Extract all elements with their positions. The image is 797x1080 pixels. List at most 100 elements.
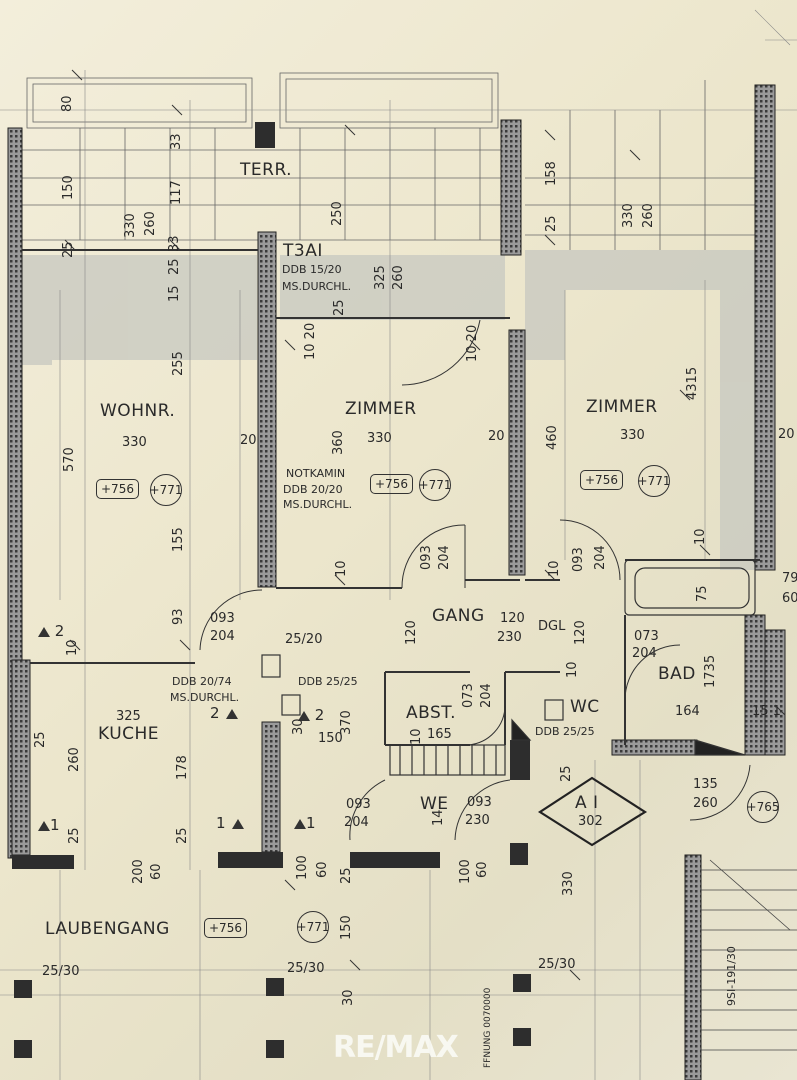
dim-204f: 204 (344, 815, 369, 830)
room-label-gang: GANG (432, 606, 485, 626)
room-label-terr: TERR. (240, 160, 293, 180)
room-label-we: WE (420, 794, 449, 814)
dim-60c: 60 (315, 861, 330, 878)
dim-260c: 260 (391, 265, 406, 290)
ai-number: 302 (578, 814, 603, 829)
dim-260a: 260 (143, 211, 158, 236)
note-bottom: FFNUNG 0070000 (483, 987, 493, 1068)
dim-10c: 10 (693, 528, 708, 545)
level-circle-laubengang: +771 (297, 911, 329, 943)
dim-10e: 10 (409, 728, 424, 745)
level-tag-laubengang: +756 (204, 918, 247, 938)
section-marker-2b: 2 (210, 706, 239, 721)
dim-230b: 230 (465, 813, 490, 828)
dim-135: 135 (693, 777, 718, 792)
level-circle-wohnr: +771 (150, 474, 182, 506)
section-triangle-icon (226, 709, 239, 719)
note-ddb-25-25-a: DDB 25/25 (298, 675, 358, 688)
dim-330a: 330 (123, 213, 138, 238)
fixtures (261, 559, 756, 776)
section-marker-1c: 1 (292, 816, 316, 831)
room-label-kueche: KUCHE (98, 724, 160, 744)
tick-marks (64, 69, 786, 981)
dim-15-1: 15 1 (752, 704, 781, 719)
dim-10d: 10 (65, 639, 80, 656)
note-ddb-25-25-b: DDB 25/25 (535, 725, 595, 738)
dim-325: 325 (373, 265, 388, 290)
note-column-25-30-c: 25/30 (538, 957, 576, 972)
dim-260d: 260 (67, 747, 82, 772)
note-column-25-20: 25/20 (285, 632, 323, 647)
dim-25e: 25 (33, 731, 48, 748)
dim-20a: 20 (240, 433, 257, 448)
dim-164: 164 (675, 704, 700, 719)
note-dgl: DGL (538, 619, 566, 634)
dim-150c: 150 (339, 915, 354, 940)
dim-330b: 330 (621, 203, 636, 228)
dim-150b: 150 (318, 731, 343, 746)
dim-20b: 20 (488, 429, 505, 444)
room-label-wc: WC (570, 697, 600, 717)
dim-30: 30 (291, 718, 306, 735)
dim-30b: 30 (341, 989, 356, 1006)
dim-093d: 093 (346, 797, 371, 812)
dim-33a: 33 (169, 133, 184, 150)
room-label-laubengang: LAUBENGANG (45, 919, 170, 939)
dim-33b: 33 (167, 235, 182, 252)
dim-120b: 120 (404, 620, 419, 645)
dim-260b: 260 (641, 203, 656, 228)
dim-25c: 25 (167, 258, 182, 275)
dim-117: 117 (169, 180, 184, 205)
section-triangle-icon (38, 821, 50, 831)
terrace-grid (22, 72, 760, 250)
dim-25d: 25 (332, 299, 347, 316)
dim-093c: 093 (210, 611, 235, 626)
note-column-25-30-a: 25/30 (42, 964, 80, 979)
dim-330d: 330 (367, 431, 392, 446)
door-swings (199, 319, 751, 841)
dim-60d: 60 (475, 861, 490, 878)
section-triangle-icon (298, 711, 310, 721)
dim-25-ai: 25 (559, 765, 574, 782)
dim-25f: 25 (67, 827, 82, 844)
dim-15: 15 (167, 285, 182, 302)
dim-330f: 330 (561, 871, 576, 896)
ai-diamond (537, 776, 648, 847)
dim-093e: 093 (467, 795, 492, 810)
dim-093a: 093 (419, 545, 434, 570)
note-stair-rise: 9SI-191/30 (725, 946, 738, 1006)
dim-570: 570 (62, 447, 77, 472)
dim-10-20-b: 10 20 (465, 324, 480, 362)
dim-80: 80 (60, 95, 75, 112)
section-triangle-icon (232, 819, 245, 829)
room-label-zimmer-1: ZIMMER (345, 399, 417, 419)
dim-158: 158 (544, 161, 559, 186)
dim-25g: 25 (175, 827, 190, 844)
section-marker-1a: 1 (36, 818, 60, 833)
note-ddb-20-74: DDB 20/74 (172, 675, 232, 688)
wall-fills (12, 122, 531, 1058)
dim-330c: 330 (122, 435, 147, 450)
dim-204b: 204 (593, 545, 608, 570)
dim-10-20-a: 10 20 (303, 322, 318, 360)
stairs (700, 859, 797, 1051)
dim-25h: 25 (339, 867, 354, 884)
remax-watermark: RE/MAX (333, 1030, 459, 1065)
dim-150a: 150 (61, 175, 76, 200)
dim-25b: 25 (61, 241, 76, 258)
level-circle-zimmer-2: +771 (638, 465, 670, 497)
dim-073a: 073 (634, 629, 659, 644)
dim-120a: 120 (500, 611, 525, 626)
section-marker-2c: 2 (296, 708, 324, 723)
note-ms-durchl-1: MS.DURCHL. (282, 280, 352, 293)
level-tag-wohnr: +756 (96, 479, 139, 499)
dim-200: 200 (131, 859, 146, 884)
note-ms-durchl-2: MS.DURCHL. (283, 498, 353, 511)
dim-25a: 25 (544, 215, 559, 232)
dim-250: 250 (330, 201, 345, 226)
dim-20c: 20 (778, 427, 795, 442)
room-label-bad: BAD (658, 664, 696, 684)
dim-325k: 325 (116, 709, 141, 724)
section-triangle-icon (38, 627, 50, 637)
